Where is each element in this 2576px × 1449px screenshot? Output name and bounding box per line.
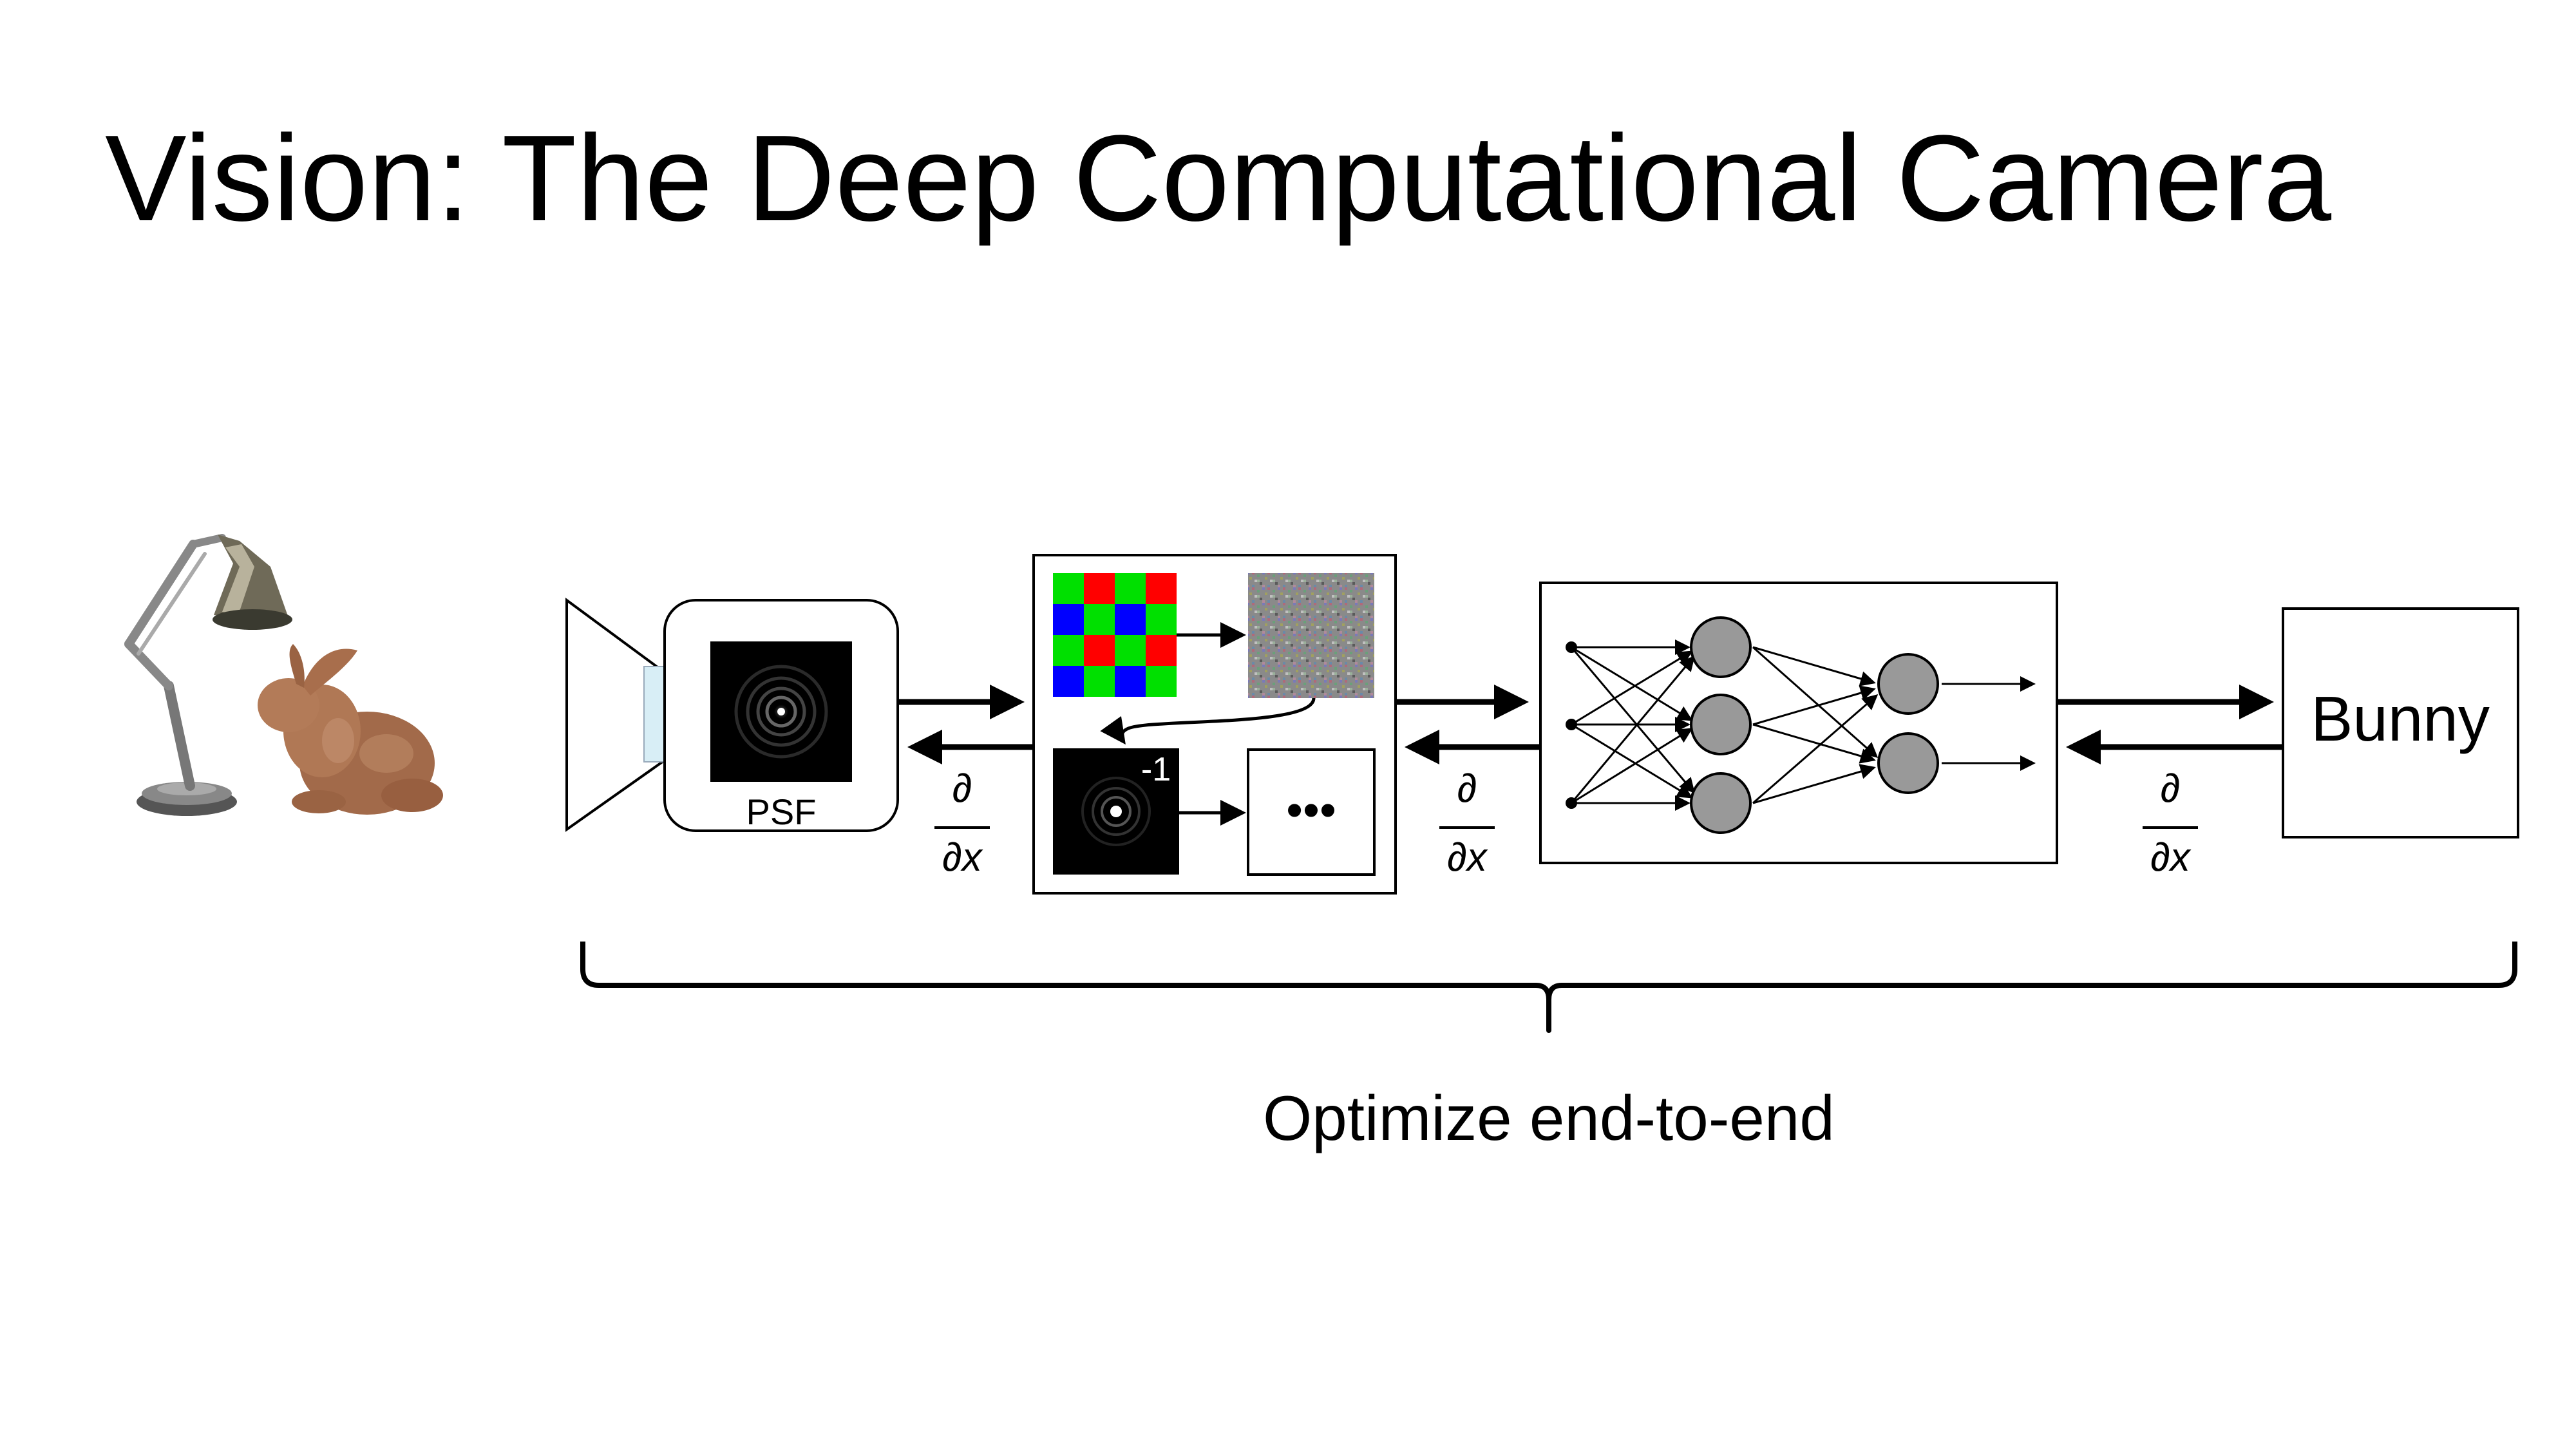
more-steps-box — [1247, 748, 1376, 876]
noise-to-deconv-arrow — [1100, 697, 1316, 745]
output-label: Bunny — [2311, 683, 2490, 754]
gradient-numerator: ∂ — [952, 766, 972, 811]
arrow-pair-2 — [1396, 685, 1540, 764]
network-connections — [1570, 639, 2036, 811]
input-nodes — [1566, 641, 1577, 809]
input-node — [1566, 719, 1577, 730]
bayer-pattern — [1053, 573, 1177, 697]
gradient-label-2: ∂ ∂x — [1439, 766, 1495, 880]
neuron — [1877, 732, 1939, 794]
neuron — [1690, 616, 1752, 678]
page-title: Vision: The Deep Computational Camera — [105, 110, 2331, 247]
noise-image — [1248, 573, 1374, 698]
lamp-illustration — [124, 534, 292, 816]
deconv-psf-rings — [1081, 777, 1151, 846]
output-block: Bunny — [2282, 607, 2519, 838]
gradient-denominator: ∂x — [2150, 835, 2192, 880]
camera-lens-block: PSF — [565, 598, 899, 832]
gradient-label-3: ∂ ∂x — [2143, 766, 2198, 880]
bracket-caption: Optimize end-to-end — [1263, 1083, 1835, 1153]
inverse-superscript: -1 — [1141, 751, 1171, 788]
psf-rings — [734, 665, 828, 759]
input-node — [1566, 641, 1577, 653]
ellipsis-icon: ••• — [1286, 783, 1336, 837]
bunny-illustration — [258, 644, 443, 815]
arrow-pair-3 — [2057, 685, 2283, 764]
neuron — [1877, 653, 1939, 715]
neural-network-block — [1539, 582, 2058, 864]
gradient-denominator: ∂x — [1447, 835, 1488, 880]
neuron — [1690, 694, 1752, 755]
output-box — [2282, 607, 2519, 838]
input-node — [1566, 797, 1577, 809]
hidden-layer-2 — [1877, 653, 1939, 794]
neuron — [1690, 772, 1752, 834]
gradient-numerator: ∂ — [2161, 766, 2181, 811]
arrow-pair-1 — [898, 685, 1034, 764]
gradient-numerator: ∂ — [1457, 766, 1477, 811]
sensor-processing-block: -1 ••• — [1032, 554, 1397, 895]
psf-label: PSF — [746, 791, 817, 832]
neural-network-box — [1539, 582, 2058, 864]
hidden-layer-1 — [1690, 616, 1752, 834]
gradient-label-1: ∂ ∂x — [934, 766, 990, 880]
end-to-end-bracket — [580, 942, 2517, 1033]
gradient-denominator: ∂x — [942, 835, 983, 880]
